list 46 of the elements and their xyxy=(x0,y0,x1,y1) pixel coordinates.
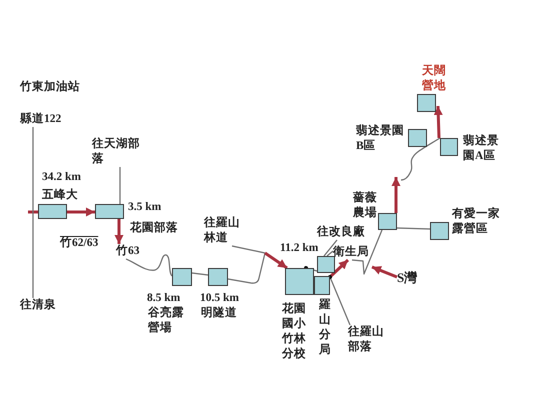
place-label: 翡述景園B區 xyxy=(356,124,405,154)
distance-label: 8.5 km xyxy=(147,291,182,306)
arrow xyxy=(264,252,288,270)
arrow xyxy=(434,106,443,138)
place-label: 天闊營地 xyxy=(422,64,447,94)
road-line xyxy=(328,275,351,326)
place-label: 五峰大 xyxy=(42,188,79,203)
road-line xyxy=(324,240,338,256)
arrow xyxy=(392,177,400,213)
distance-label: 3.5 km xyxy=(128,200,162,215)
distance-label: 10.5 km xyxy=(200,291,240,306)
arrow xyxy=(371,266,398,278)
road-label: 縣道122 xyxy=(20,112,62,127)
direction-label: 往改良廠 xyxy=(317,225,365,240)
road-line xyxy=(119,167,121,204)
road-line xyxy=(400,137,440,181)
road-line xyxy=(32,127,34,298)
direction-label: 往清泉 xyxy=(20,298,58,313)
place-label: S灣 xyxy=(397,269,423,286)
arrow xyxy=(67,208,95,216)
place-label: 花園國小竹林分校 xyxy=(282,302,307,362)
road-line xyxy=(126,254,172,276)
direction-label: 往天湖部落 xyxy=(92,137,140,167)
distance-label: 11.2 km xyxy=(280,241,320,256)
road-label: 竹63 xyxy=(116,244,144,259)
distance-label: 34.2 km xyxy=(42,170,82,185)
road-line xyxy=(396,227,430,230)
place-label: 翡述景園A區 xyxy=(463,134,500,164)
direction-label: 往羅山部落 xyxy=(348,325,384,355)
arrow xyxy=(114,218,124,244)
place-label: 薔薇農場 xyxy=(353,191,378,221)
place-label: 谷亮露營場 xyxy=(148,306,184,336)
place-label: 竹東加油站 xyxy=(20,80,80,95)
arrow xyxy=(330,258,350,278)
road-line xyxy=(192,272,208,276)
road-line xyxy=(232,245,266,254)
place-label: 花園部落 xyxy=(130,221,179,236)
place-label: 明隧道 xyxy=(201,306,238,321)
road-line xyxy=(352,230,383,275)
road-line xyxy=(228,252,266,284)
road-label: 竹62/63 xyxy=(60,236,100,251)
direction-label: 往羅山林道 xyxy=(204,216,240,246)
place-label: 衛生局 xyxy=(333,245,369,260)
place-label: 有愛一家露營區 xyxy=(452,207,501,237)
road-line xyxy=(326,250,334,256)
place-label: 羅山分局 xyxy=(319,298,332,358)
